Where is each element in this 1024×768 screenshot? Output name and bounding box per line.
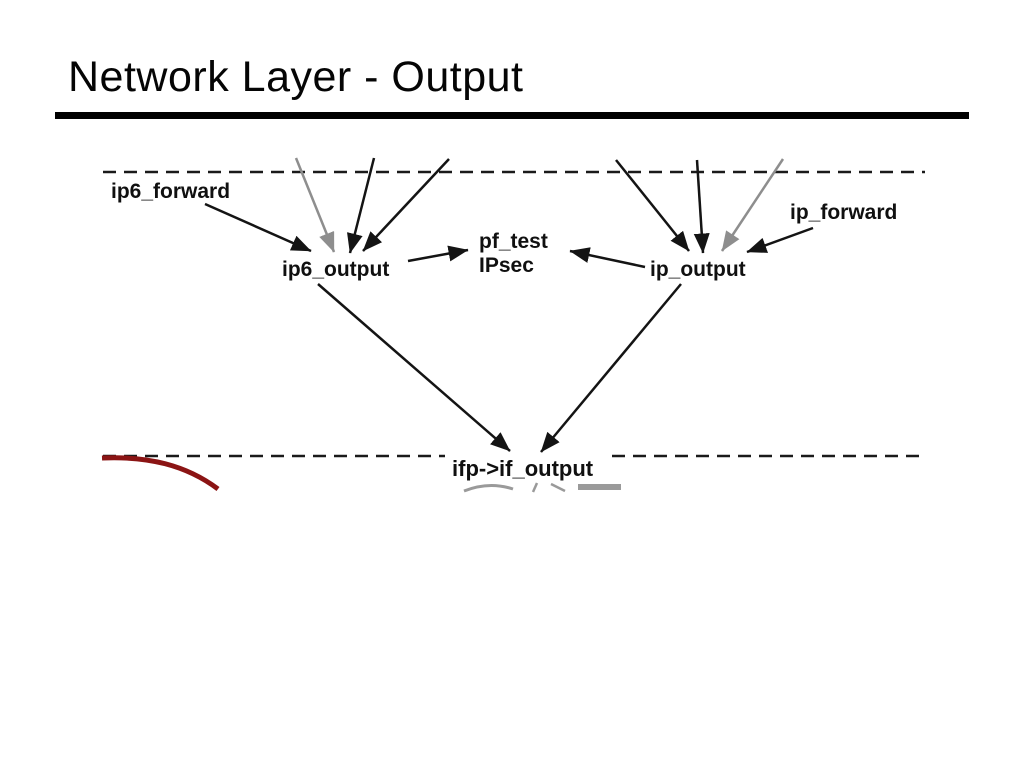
edge-ipforward-to-ipoutput (746, 226, 814, 254)
edge-offscreen-to-ipoutput-2 (693, 159, 710, 254)
edge-offscreen-to-ip6output-1 (347, 157, 376, 254)
cropped-gray-fragments (463, 482, 621, 493)
edge-offscreen-to-ip6output-gray (294, 157, 336, 253)
edge-offscreen-to-ipoutput-gray (720, 158, 785, 252)
node-pf-test: pf_test (479, 230, 548, 253)
edge-offscreen-to-ipoutput-1 (615, 159, 690, 252)
edge-ip6output-to-ifoutput (317, 283, 511, 452)
red-accent-curve (101, 455, 220, 492)
edge-offscreen-to-ip6output-2 (362, 158, 450, 252)
node-ip6-output: ip6_output (282, 258, 390, 281)
node-ip-output: ip_output (650, 258, 746, 281)
edge-ip6output-to-pftest (407, 245, 469, 263)
node-ip-forward: ip_forward (790, 201, 898, 224)
node-ipsec: IPsec (479, 254, 534, 277)
page-title: Network Layer - Output (68, 53, 524, 101)
node-ip6-forward: ip6_forward (111, 180, 231, 203)
edge-ip6forward-to-ip6output (204, 202, 312, 253)
edge-ipoutput-to-pftest (569, 247, 646, 269)
node-ifp-if-output: ifp->if_output (452, 456, 594, 481)
title-underline (55, 112, 969, 119)
edge-ipoutput-to-ifoutput (540, 283, 682, 453)
